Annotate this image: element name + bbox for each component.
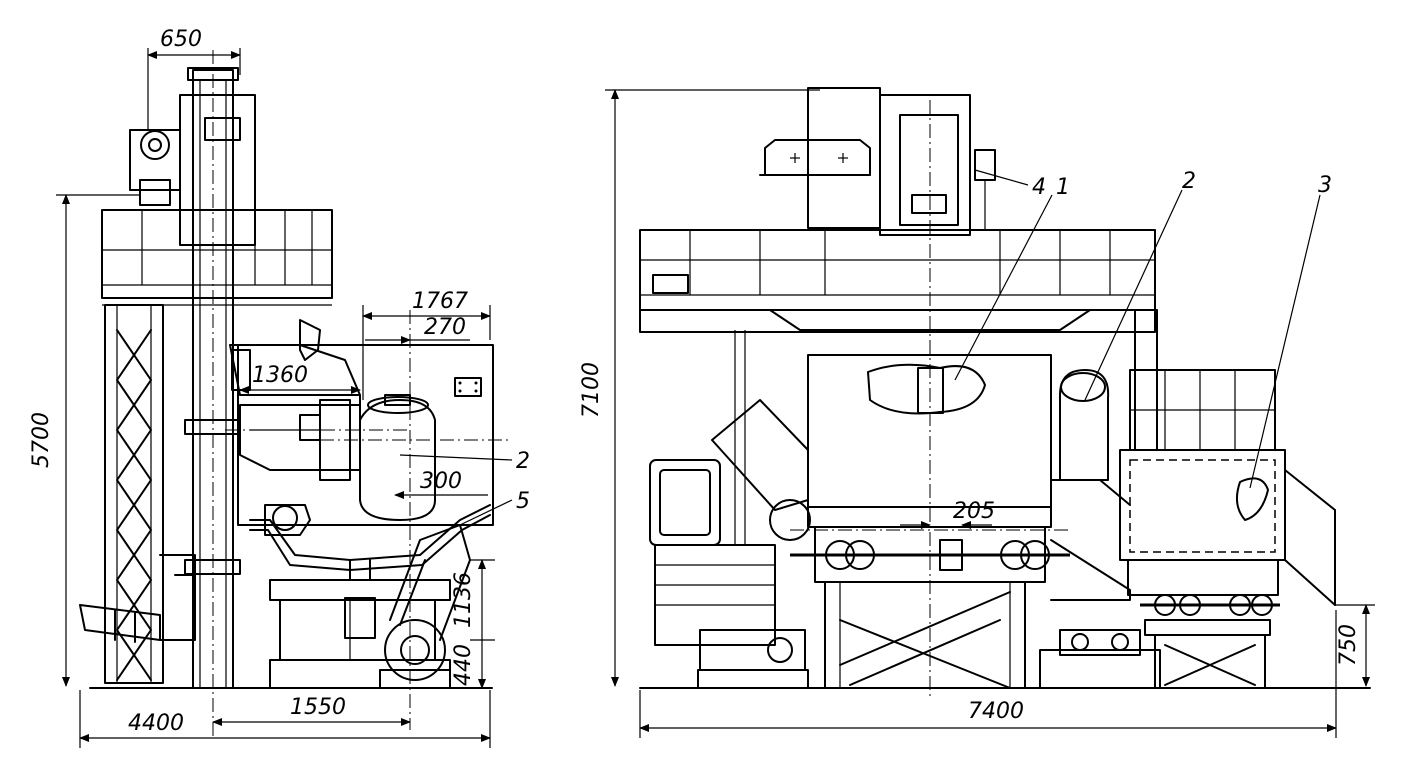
dim-205: 205 [953, 499, 995, 524]
dim-750: 750 [1336, 624, 1361, 666]
callout-1: 1 [1056, 175, 1070, 200]
dim-1136: 1136 [451, 572, 476, 628]
left-drive-assembly [229, 319, 436, 536]
callout-3: 3 [1318, 173, 1332, 198]
dim-300: 300 [420, 469, 462, 494]
left-trough [249, 504, 491, 581]
dim-650: 650 [160, 27, 202, 52]
right-upper-platform [639, 229, 1156, 333]
dim-270: 270 [424, 315, 466, 340]
left-feed-chute [79, 554, 196, 643]
right-elevation-view: 7100 7400 205 750 4 1 2 3 [579, 87, 1375, 738]
left-lower-frame [269, 579, 451, 689]
callout-2-left: 2 [516, 449, 530, 474]
dim-440: 440 [451, 644, 476, 686]
callout-2-right: 2 [1182, 169, 1196, 194]
dim-5700: 5700 [29, 412, 54, 468]
dim-7400: 7400 [968, 699, 1024, 724]
right-base-frames [824, 581, 1266, 689]
callout-5-left: 5 [516, 489, 530, 514]
right-left-assembly [649, 330, 811, 689]
right-cabinet [1119, 369, 1336, 636]
left-lattice-tower [104, 304, 164, 684]
dim-1360: 1360 [252, 363, 308, 388]
dim-7100: 7100 [579, 362, 604, 418]
right-top-housing [759, 87, 996, 236]
callout-4: 4 [1032, 175, 1046, 200]
left-elevation-view: 650 5700 1767 270 1360 300 4400 1550 113 [29, 27, 530, 748]
dim-1767: 1767 [412, 289, 468, 314]
dim-1550: 1550 [290, 695, 346, 720]
dim-4400: 4400 [128, 711, 184, 736]
